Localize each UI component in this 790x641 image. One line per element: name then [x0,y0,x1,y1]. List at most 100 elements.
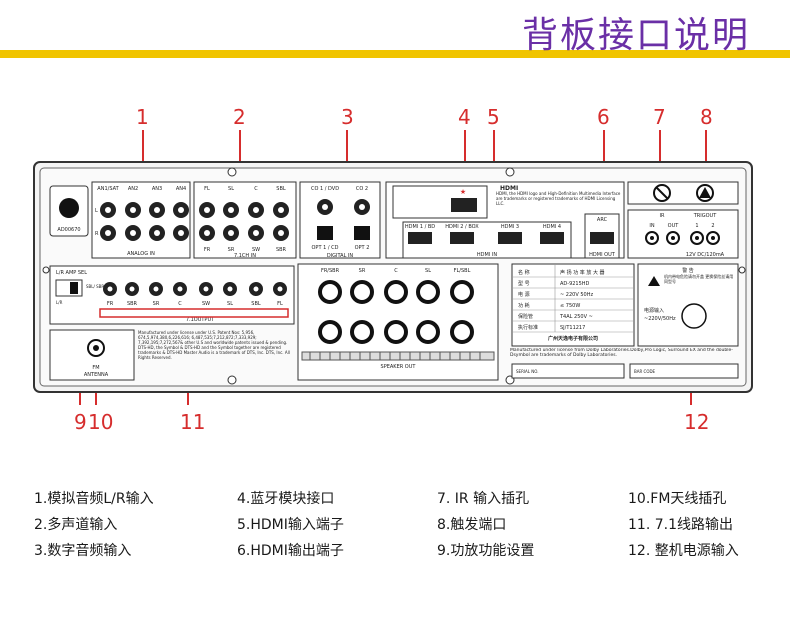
legend-item-3: 3.数字音频输入 [34,543,132,559]
digital-opt1-label: OPT 1 / CD [312,245,339,251]
spec-maker: 广州天逸电子有限公司 [548,335,598,342]
spec-row-0-val: 声 扬 功 率 放 大 器 [560,269,605,276]
analog-in-jacks: AN1/SAT AN2 AN3 AN4 L R ANALOG IN [95,186,186,257]
spec-row-3-val: ≤ 750W [560,303,580,309]
digital-in-title: DIGITAL IN [327,253,354,259]
callout-12: 12 [684,410,710,434]
legend-item-11: 11. 7.1线路输出 [628,517,733,533]
callout-1: 1 [136,105,149,129]
speaker-label-sl: SL [425,268,431,274]
line-out-sl: SL [227,301,233,307]
line-out-c: C [178,301,182,307]
speaker-terminals [318,280,474,344]
line-out-rca [103,282,287,296]
legend-item-7: 7. IR 输入插孔 [437,491,530,507]
trigout-title: TRIGOUT [693,213,717,219]
legend: 1.模拟音频L/R输入 2.多声道输入 3.数字音频输入 4.蓝牙模块接口 5.… [34,488,764,568]
analog-in-label-an2: AN2 [128,186,138,192]
in71-rca [199,202,289,241]
in71-label-sbr: SBR [276,247,287,253]
in71-label-sbl: SBL [276,186,286,192]
in71-label-fr: FR [204,247,211,253]
spec-row-4-val: T4AL 250V ~ [559,314,593,320]
speaker-label-frsbr: FR/SBR [321,268,340,274]
power-spec: ~220V/50Hz [644,316,676,322]
warning-title: 警 告 [682,267,694,274]
digital-opt2-label: OPT 2 [355,245,370,251]
legend-item-12: 12. 整机电源输入 [628,543,739,559]
spec-row-2-val: ~ 220V 50Hz [560,292,593,298]
legend-item-2: 2.多声道输入 [34,517,118,533]
speaker-label-flsbl: FL/SBL [454,268,471,274]
spec-row-0-key: 名 称 [518,269,530,276]
analog-in-row-r: R [95,231,99,237]
analog-in-label-an4: AN4 [176,186,186,192]
fm-title: FM [92,365,99,371]
dolby-notice: Manufactured under license from Dolby La… [510,348,733,358]
line-out-title: 7.1OUTPUT [186,317,215,323]
trigout-1-label: 1 [695,223,698,229]
legend-item-4: 4.蓝牙模块接口 [237,491,335,507]
line-out-sw: SW [202,301,210,307]
hdmi-out-arc: ARC [597,217,608,223]
callout-6: 6 [597,105,610,129]
power-label: 电源输入 [644,307,664,314]
digital-co2-label: CO 2 [356,186,368,192]
hdmi-in-label-1: HDMI 1 / BD [405,224,435,230]
ir-trig-labels: IR IN OUT TRIGOUT 1 2 12V DC/120mA [649,213,724,258]
analog-in-label-an3: AN3 [152,186,162,192]
speaker-labels: FR/SBR SR C SL FL/SBL SPEAKER OUT [321,268,471,370]
callout-10: 10 [88,410,114,434]
speaker-out-title: SPEAKER OUT [381,364,417,370]
analog-in-rca [100,202,189,241]
ir-out-label: OUT [668,223,680,229]
serial-label: SERIAL NO. [516,369,539,374]
legend-item-9: 9.功放功能设置 [437,543,535,559]
model-label: AD00670 [57,227,80,233]
dts-notice: Manufactured under license under U.S. Pa… [138,330,290,360]
callout-5: 5 [487,105,500,129]
in71-title: 7.1CH IN [234,253,256,259]
spec-row-5-key: 执行标准 [518,324,538,331]
spec-table: 名 称 声 扬 功 率 放 大 器 型 号 AD-9215HD 电 源 ~ 22… [518,269,605,342]
hdmi-in-labels: HDMI 1 / BD HDMI 2 / BOX HDMI 3 HDMI 4 H… [405,224,561,258]
callout-9: 9 [74,410,87,434]
ir-title: IR [660,213,665,219]
spec-row-4-key: 保险管 [518,313,533,320]
line-out-sbl: SBL [251,301,261,307]
line-out-sr: SR [153,301,160,307]
warning-text: 机内带电危险请勿开盖 更换保险丝请用同型号 [664,274,734,284]
spec-row-1-val: AD-9215HD [560,281,590,287]
hdmi-in-label-3: HDMI 3 [501,224,519,230]
amp-sel-label-sb: SBL/ SBR [86,284,104,289]
svg-text:★: ★ [460,188,466,196]
speaker-label-c: C [394,268,398,274]
in71-label-sl: SL [228,186,234,192]
legend-item-10: 10.FM天线插孔 [628,491,727,507]
trigout-spec: 12V DC/120mA [686,252,725,258]
callout-3: 3 [341,105,354,129]
line-out-fr: FR [107,301,114,307]
callout-8: 8 [700,105,713,129]
spec-row-1-key: 型 号 [518,280,530,287]
hdmi-notice: HDMI, the HDMI logo and High-Definition … [496,191,621,206]
ir-in-label: IN [649,223,654,229]
spec-row-3-key: 功 耗 [518,302,530,309]
callout-11: 11 [180,410,206,434]
header-accent-line [0,50,790,58]
digital-co1-label: CO 1 / DVD [311,186,339,192]
hdmi-in-title: HDMI IN [477,252,497,258]
in71-labels: FL SL C SBL FR SR SW SBR 7.1CH IN [204,186,287,259]
page-title: 背板接口说明 [521,15,750,56]
callout-2: 2 [233,105,246,129]
barcode-label: BAR CODE [634,369,656,374]
line-out-labels: FR SBR SR C SW SL SBL FL 7.1OUTPUT [107,301,283,323]
amp-sel-label-lr: L/R [56,300,63,305]
fm-sub: ANTENNA [84,372,109,378]
line-out-sbr: SBR [127,301,138,307]
legend-item-1: 1.模拟音频L/R输入 [34,491,154,507]
analog-in-row-l: L [95,208,98,214]
legend-item-8: 8.触发端口 [437,517,507,533]
